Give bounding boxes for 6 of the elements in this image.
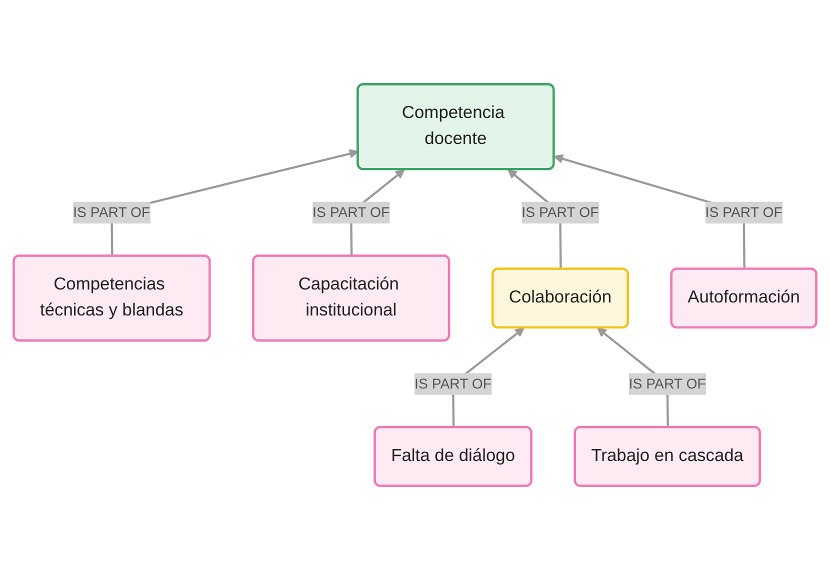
edge-label: IS PART OF <box>414 375 492 392</box>
edge-label: IS PART OF <box>312 204 390 220</box>
edge-label: IS PART OF <box>628 375 706 392</box>
edge-label: IS PART OF <box>705 204 782 220</box>
edge-label: IS PART OF <box>522 204 599 220</box>
edge-label: IS PART OF <box>73 204 150 220</box>
